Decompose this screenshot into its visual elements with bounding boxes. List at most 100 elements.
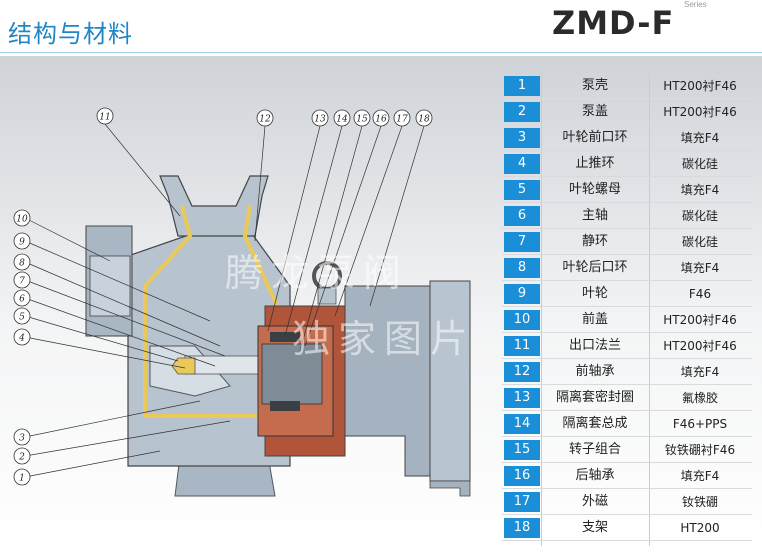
row-separator	[502, 254, 752, 255]
callout-label: 8	[19, 259, 25, 269]
leader-lines-top	[104, 123, 425, 352]
bearing-upper	[270, 332, 300, 342]
row-separator	[502, 488, 752, 489]
leader-15	[299, 125, 363, 352]
part-material: 填充F4	[680, 469, 720, 483]
callout-7: 7	[13, 271, 31, 289]
callout-circle	[96, 107, 114, 125]
part-name: 转子组合	[568, 442, 621, 457]
part-material: 碳化硅	[681, 209, 718, 223]
motor-flange	[429, 280, 471, 482]
part-number: 4	[504, 154, 540, 174]
page-title: 结构与材料	[8, 20, 133, 48]
row-separator	[502, 332, 752, 333]
callout-10: 10	[13, 209, 31, 227]
callout-circle	[353, 109, 371, 127]
part-number: 3	[504, 128, 540, 148]
callout-circle	[256, 109, 274, 127]
leader-8	[24, 261, 221, 347]
part-number: 18	[504, 518, 540, 538]
part-number: 2	[504, 102, 540, 122]
part-number: 7	[504, 232, 540, 252]
callout-label: 13	[314, 115, 326, 125]
row-separator	[502, 98, 752, 99]
leader-11	[104, 123, 181, 217]
part-material: 碳化硅	[681, 157, 718, 171]
row-separator	[502, 410, 752, 411]
callout-label: 10	[16, 215, 28, 225]
leader-17	[334, 125, 403, 317]
row-separator	[502, 358, 752, 359]
callout-label: 9	[19, 238, 25, 248]
part-name: 止推环	[575, 156, 615, 171]
callout-label: 17	[396, 115, 408, 125]
part-name: 叶轮后口环	[562, 260, 628, 275]
leader-10	[24, 217, 111, 262]
part-name: 叶轮	[581, 286, 608, 301]
leader-2	[24, 420, 231, 457]
part-number: 13	[504, 388, 540, 408]
callout-circle	[372, 109, 390, 127]
part-name: 泵盖	[581, 104, 608, 119]
part-name: 支架	[581, 520, 608, 535]
part-number: 17	[504, 492, 540, 512]
part-name: 出口法兰	[568, 338, 621, 353]
callout-circle	[13, 468, 31, 486]
table-divider	[649, 74, 650, 546]
callout-circle	[13, 253, 31, 271]
leader-6	[24, 297, 216, 367]
part-material: F46+PPS	[672, 417, 728, 431]
leader-lines-left	[24, 217, 231, 478]
callout-circle	[13, 289, 31, 307]
callout-4: 4	[13, 328, 31, 346]
row-separator	[502, 280, 752, 281]
callout-circle	[333, 109, 351, 127]
callout-label: 7	[19, 277, 25, 287]
part-material: 填充F4	[680, 261, 720, 275]
row-separator	[502, 384, 752, 385]
bearing-lower	[270, 401, 300, 411]
part-name: 静环	[581, 234, 608, 249]
part-material: HT200衬F46	[663, 79, 737, 93]
part-name: 叶轮螺母	[568, 182, 621, 197]
series-label: Series	[684, 0, 707, 9]
support-leg	[429, 480, 471, 497]
part-name: 前盖	[581, 312, 608, 327]
part-name: 泵壳	[581, 78, 608, 93]
callout-label: 11	[99, 113, 110, 123]
f46-lining	[143, 205, 277, 418]
leader-9	[24, 240, 211, 322]
leader-16	[304, 125, 382, 347]
part-material: 填充F4	[680, 365, 720, 379]
part-material: HT200	[680, 521, 720, 535]
leader-5	[24, 315, 179, 362]
callout-circle	[311, 109, 329, 127]
callout-15: 15	[353, 109, 371, 127]
callout-circle	[13, 428, 31, 446]
callout-13: 13	[311, 109, 329, 127]
row-separator	[502, 540, 752, 541]
model-name: ZMD-F	[552, 4, 675, 42]
callout-1: 1	[13, 468, 31, 486]
part-number: 5	[504, 180, 540, 200]
part-number: 6	[504, 206, 540, 226]
part-number: 14	[504, 414, 540, 434]
callout-label: 5	[19, 313, 25, 323]
watermark-line1: 腾龙泵阀	[225, 251, 410, 295]
part-material: 填充F4	[680, 183, 720, 197]
part-material: 氟橡胶	[681, 391, 718, 405]
leader-3	[24, 400, 201, 438]
part-name: 后轴承	[575, 468, 615, 483]
leader-13	[267, 125, 321, 332]
part-number: 1	[504, 76, 540, 96]
callout-label: 3	[19, 434, 25, 444]
part-name: 隔离套密封圈	[555, 390, 634, 405]
leader-1	[24, 450, 161, 478]
